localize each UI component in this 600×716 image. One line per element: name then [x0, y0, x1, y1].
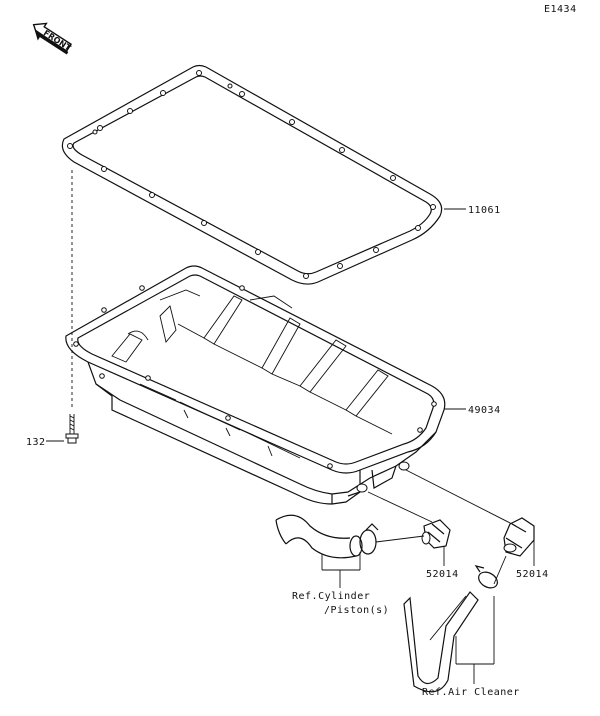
hose-cylinder: [275, 514, 363, 559]
drain-port-front: [356, 483, 368, 493]
diagram-code: E1434: [544, 4, 577, 15]
part-number-52014-rear: 52014: [516, 569, 549, 580]
leader-fitting-front: [367, 491, 433, 523]
part-number-132: 132: [26, 437, 46, 448]
hose-clamp-air-cleaner: [474, 565, 498, 589]
ref-cylinder-label: Ref.Cylinder: [292, 591, 370, 602]
part-number-52014-front: 52014: [426, 569, 459, 580]
part-number-49034: 49034: [468, 405, 501, 416]
leader-fitting-rear: [405, 469, 517, 527]
part-number-11061: 11061: [468, 205, 501, 216]
gasket-bolt-holes: [67, 70, 436, 279]
hose-clamp-cylinder: [359, 523, 379, 555]
fitting-52014-front: [421, 519, 451, 549]
gasket-11061: [61, 64, 443, 285]
front-arrow-icon: FRONT: [32, 22, 73, 55]
fitting-52014-rear: [503, 517, 535, 557]
drain-port-rear: [398, 461, 410, 471]
ref-cylinder-label-line2: /Piston(s): [324, 605, 389, 616]
oil-pan-49034: [65, 265, 446, 505]
ref-air-cleaner-label: Ref.Air Cleaner: [422, 687, 520, 698]
hose-air-cleaner: [403, 591, 479, 693]
bolt-132: [65, 170, 79, 444]
